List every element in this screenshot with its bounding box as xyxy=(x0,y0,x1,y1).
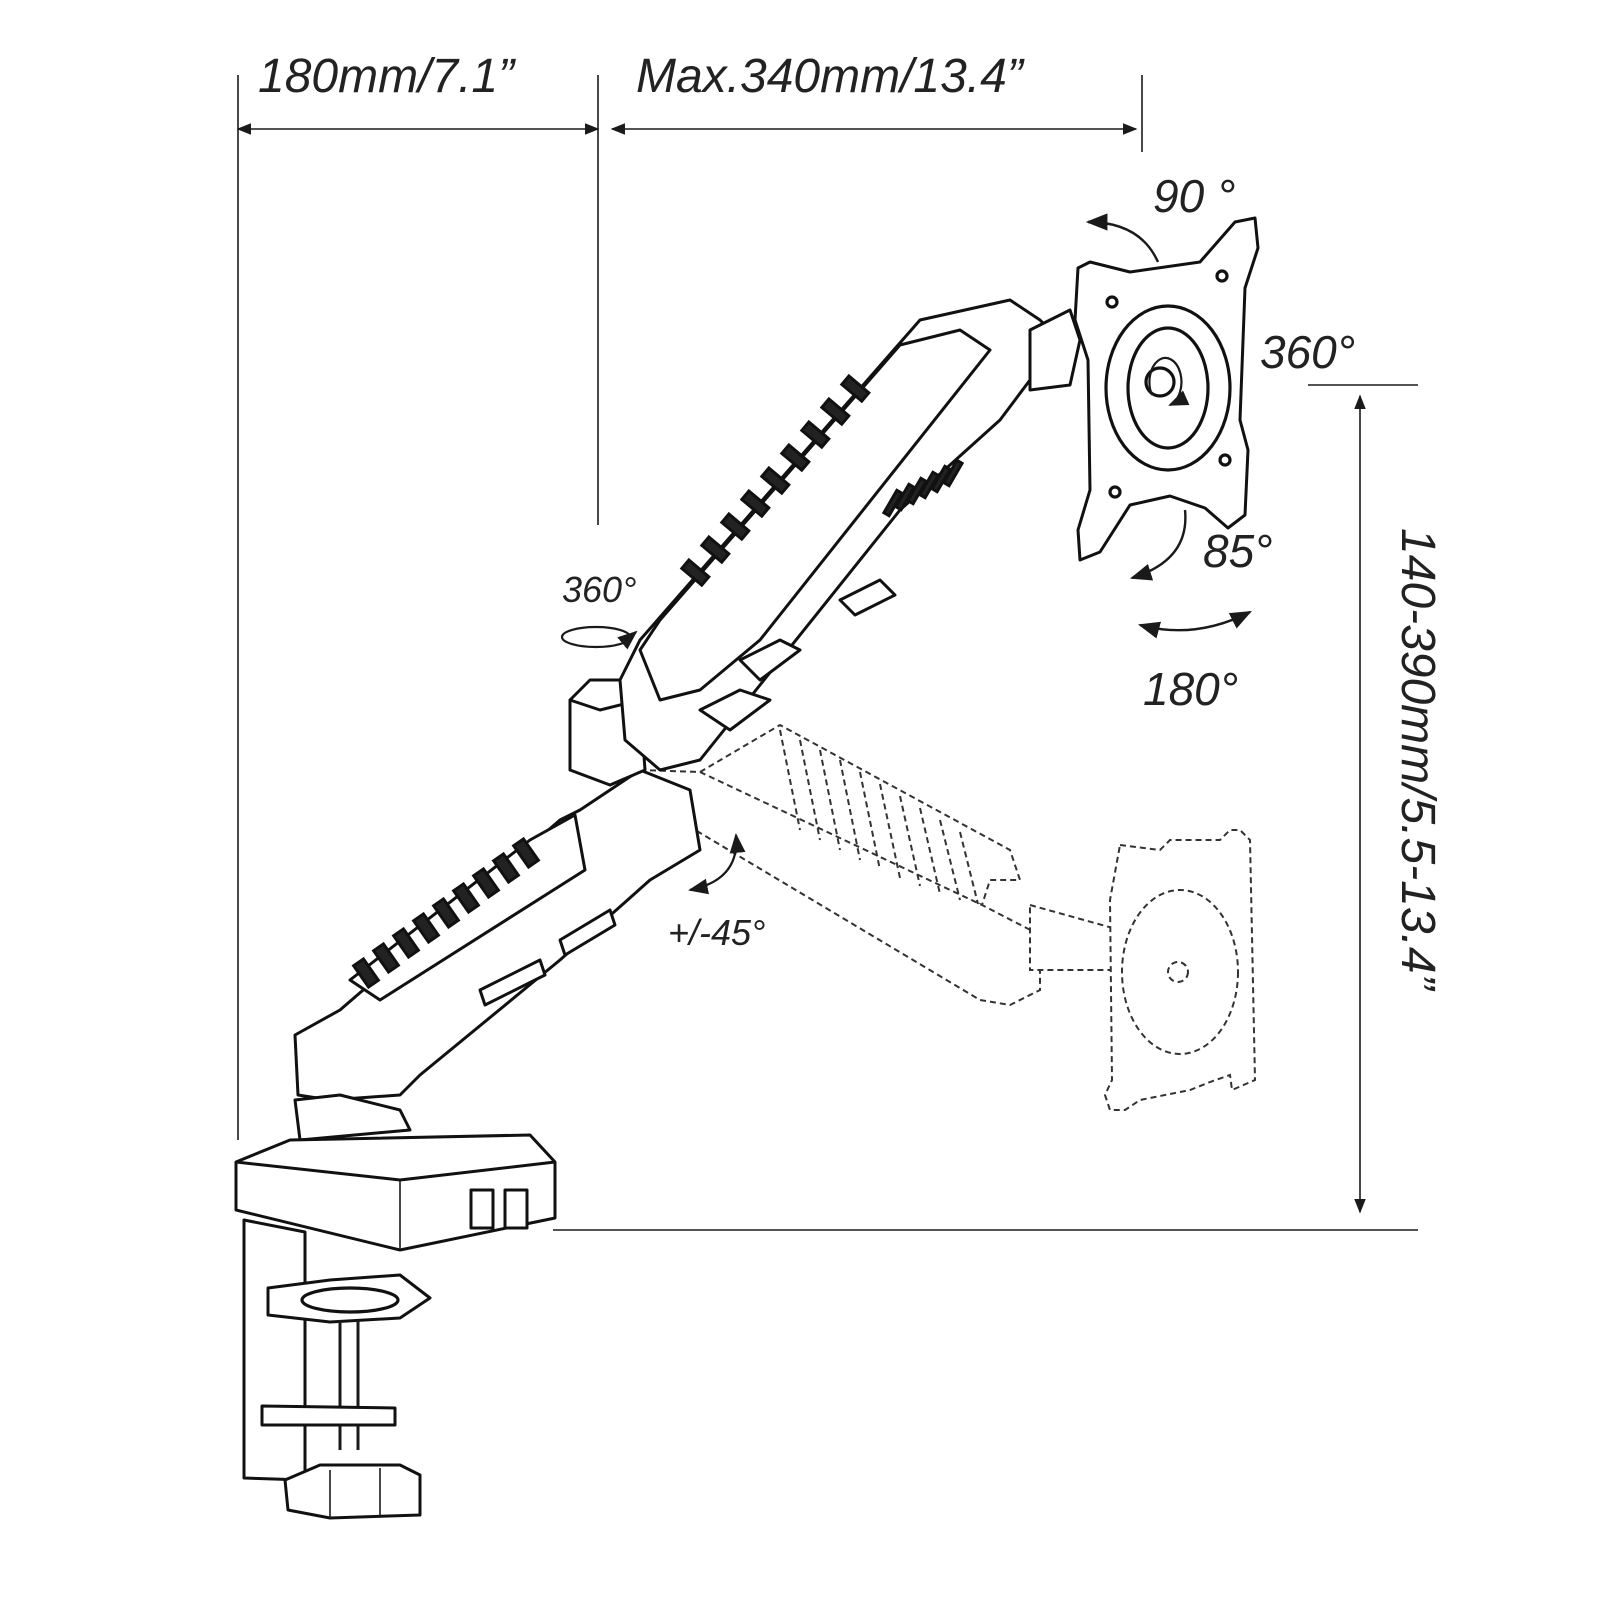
upper-arm xyxy=(618,298,1062,772)
arm-reach-label: Max.340mm/13.4” xyxy=(636,50,1025,103)
base-rotate-angle-label: 360° xyxy=(562,569,636,610)
tilt-down-angle-label: 85° xyxy=(1203,525,1273,577)
tilt-angle-label: 90 ° xyxy=(1153,170,1235,222)
vesa-plate xyxy=(1028,216,1260,562)
desk-clamp-base xyxy=(234,1093,557,1520)
lowered-position-ghost xyxy=(638,723,1257,1111)
dimension-lines xyxy=(236,75,1418,1231)
rotate-angle-label: 360° xyxy=(1260,326,1355,378)
swivel-angle-label: 180° xyxy=(1143,663,1238,715)
joint-tilt-angle-label: +/-45° xyxy=(668,912,765,953)
height-range-label: 140-390mm/5.5-13.4” xyxy=(1391,528,1444,992)
lower-arm xyxy=(293,768,702,1102)
base-reach-label: 180mm/7.1” xyxy=(258,50,516,103)
rotation-arrows xyxy=(560,213,1252,895)
